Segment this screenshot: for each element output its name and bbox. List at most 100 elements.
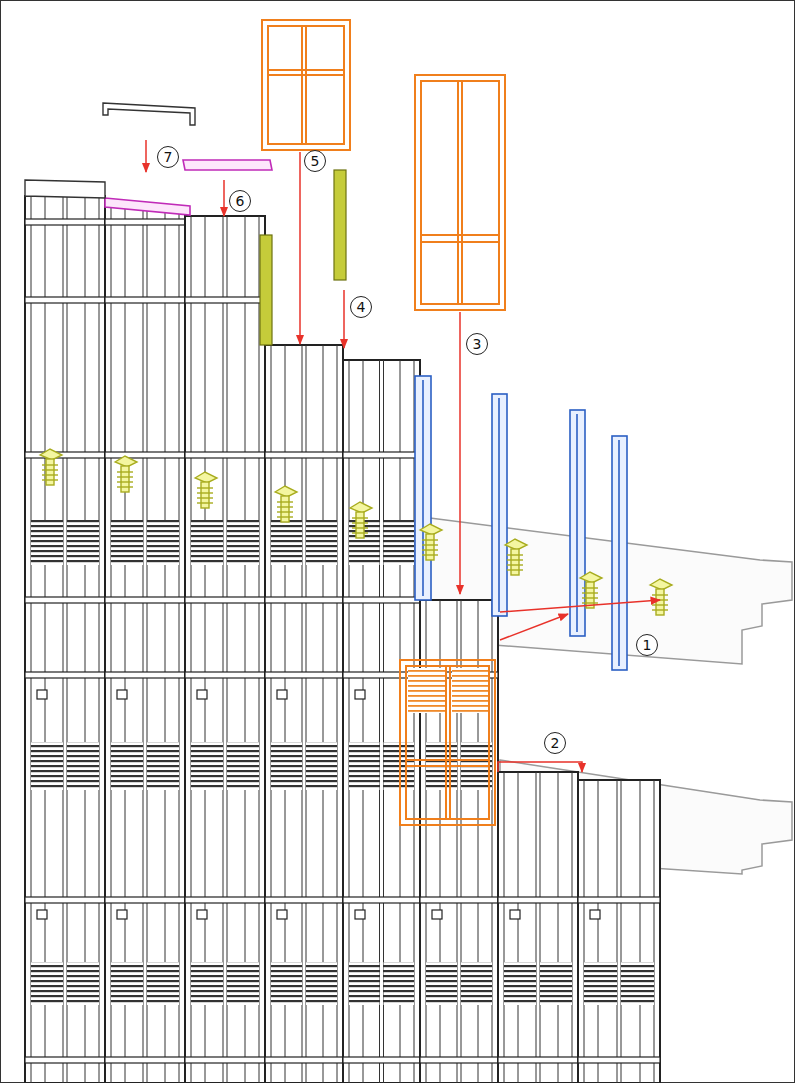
callout-number: 2 — [544, 732, 566, 754]
anchor-bracket — [422, 554, 438, 555]
louver — [191, 520, 223, 565]
louver — [306, 742, 337, 790]
louver — [227, 520, 259, 565]
transom — [265, 452, 343, 458]
anchor-bracket — [352, 527, 368, 528]
unit-panels — [25, 196, 660, 1083]
anchor-bracket — [352, 517, 368, 518]
louver — [271, 742, 302, 790]
louver — [111, 962, 143, 1005]
anchor-bracket — [582, 592, 598, 593]
wall-stroke — [111, 207, 112, 1083]
louver — [31, 962, 63, 1005]
wall-stroke — [63, 196, 64, 1083]
mullion — [415, 376, 627, 670]
louver — [227, 742, 259, 790]
transom — [185, 452, 265, 458]
transom — [185, 672, 265, 678]
wall-stroke — [245, 216, 246, 1083]
louver — [31, 742, 63, 790]
wall-stroke — [518, 772, 519, 1083]
louver — [452, 668, 488, 713]
clip-mark — [37, 910, 47, 919]
anchor-bracket — [422, 544, 438, 545]
transom — [25, 452, 105, 458]
louver — [504, 962, 536, 1005]
wall-stroke — [640, 780, 641, 1083]
transom — [25, 897, 105, 903]
wall-stroke — [540, 772, 541, 1083]
transom — [498, 1057, 578, 1063]
transom — [25, 672, 105, 678]
anchor-bracket — [652, 594, 668, 595]
transom — [185, 597, 265, 603]
transom — [420, 1057, 498, 1063]
stack-joint — [260, 170, 346, 345]
wall-stroke — [504, 772, 505, 1083]
anchor-bracket — [582, 587, 598, 588]
louver — [384, 962, 415, 1005]
transom — [25, 219, 105, 225]
callout-number: 7 — [157, 146, 179, 168]
louver — [147, 742, 179, 790]
louver — [111, 520, 143, 565]
anchor-bracket — [652, 609, 668, 610]
clip-mark — [117, 910, 127, 919]
anchor-bracket — [40, 449, 672, 615]
transom — [105, 897, 185, 903]
anchor-bracket — [201, 482, 209, 508]
wall-stroke — [191, 216, 192, 1083]
unit-panel — [25, 196, 105, 1083]
louver — [384, 520, 415, 565]
louver — [461, 962, 492, 1005]
anchor-bracket — [277, 516, 293, 517]
clip-mark — [277, 910, 287, 919]
clip-mark — [117, 690, 127, 699]
transom — [105, 597, 185, 603]
anchor-bracket — [277, 501, 293, 502]
unit-panel — [498, 772, 578, 1083]
anchor-bracket — [511, 549, 519, 575]
transom — [578, 897, 660, 903]
transom — [343, 1057, 420, 1063]
clip-mark — [432, 910, 442, 919]
anchor-bracket — [586, 582, 594, 608]
anchor-bracket — [117, 486, 133, 487]
louver — [306, 520, 337, 565]
wall-stroke — [598, 780, 599, 1083]
louver — [621, 962, 654, 1005]
transom — [343, 452, 420, 458]
anchor-bracket — [422, 549, 438, 550]
transom — [185, 1057, 265, 1063]
wall-stroke — [654, 780, 655, 1083]
wall-stroke — [558, 772, 559, 1083]
anchor-bracket — [582, 597, 598, 598]
callout-number: 6 — [229, 190, 251, 212]
anchor-bracket — [42, 464, 58, 465]
wall-stroke — [621, 780, 622, 1083]
anchor-bracket — [507, 559, 523, 560]
wall-stroke — [125, 207, 126, 1083]
wall-stroke — [85, 196, 86, 1083]
unit-panel — [105, 207, 185, 1083]
transom — [185, 297, 265, 303]
clip-mark — [277, 690, 287, 699]
transom — [343, 897, 420, 903]
anchor-bracket — [121, 466, 129, 492]
anchor-bracket — [42, 474, 58, 475]
louver — [349, 742, 380, 790]
transom — [25, 297, 105, 303]
wall-stroke — [223, 216, 224, 1083]
transom — [578, 1057, 660, 1063]
anchor-bracket — [117, 476, 133, 477]
louver — [271, 962, 302, 1005]
louver — [426, 962, 457, 1005]
wall-stroke — [165, 207, 166, 1083]
transom — [185, 897, 265, 903]
callout-number: 4 — [350, 296, 372, 318]
anchor-bracket — [507, 564, 523, 565]
wall-stroke — [259, 216, 260, 1083]
transom — [25, 1057, 105, 1063]
wall-stroke — [67, 196, 68, 1083]
